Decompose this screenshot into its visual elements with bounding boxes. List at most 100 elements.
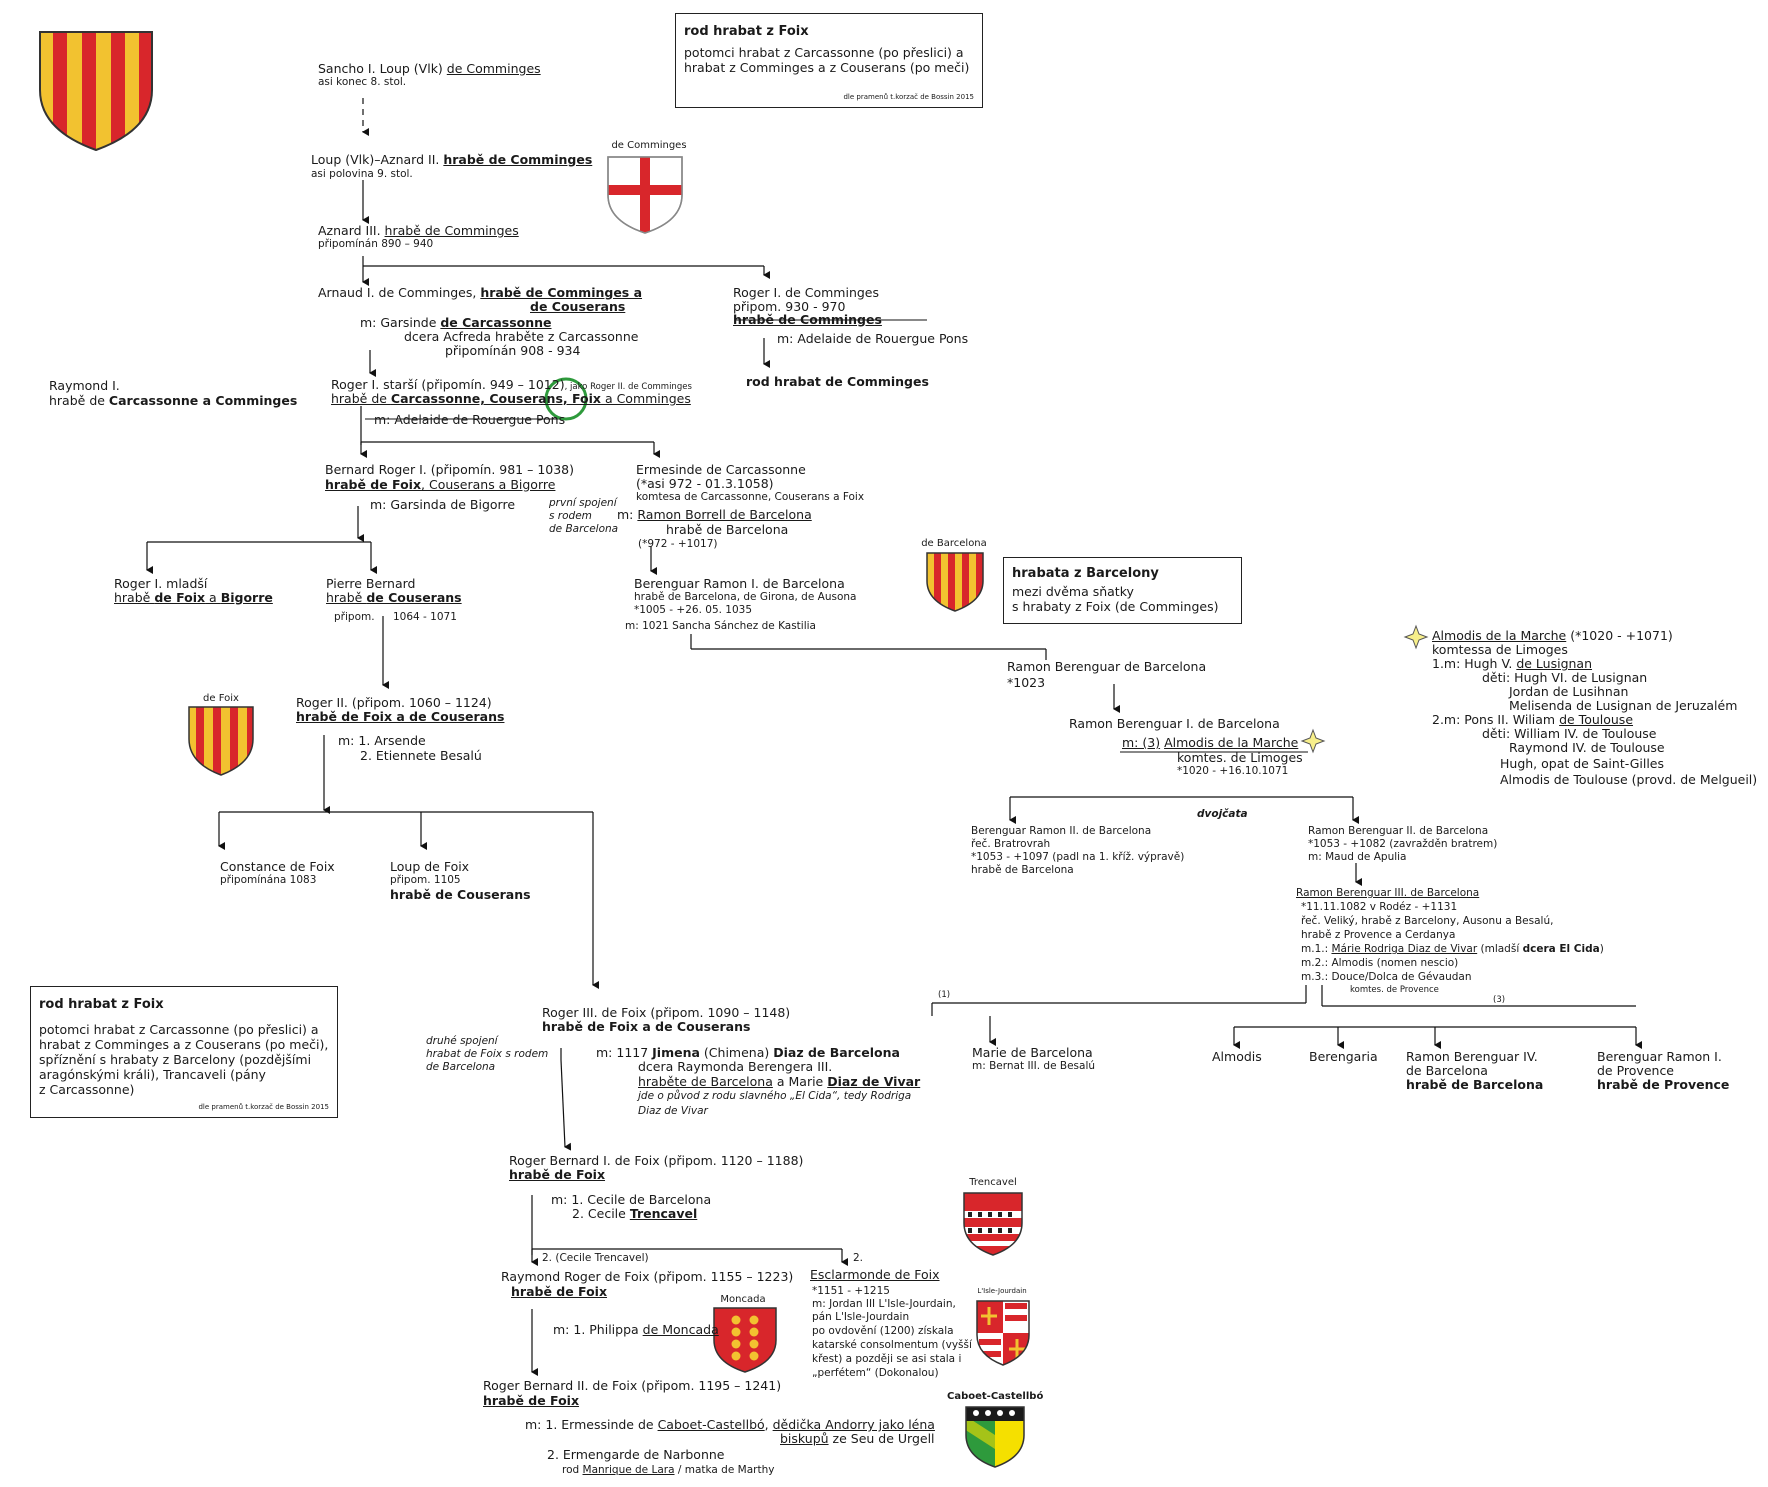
person-esclarmonde-line: katarské consolmentum (vyšší (812, 1339, 972, 1351)
person-ramon-berenguar-ii-line: *1053 - +1082 (zavražděn bratrem) (1308, 838, 1498, 850)
barcelona-shield-label: de Barcelona (921, 538, 987, 549)
person-bernard-roger: Bernard Roger I. (připomín. 981 – 1038) (325, 462, 575, 477)
info-box-text: potomci hrabat z Carcassonne (po přeslic… (684, 45, 970, 75)
info-box-title: rod hrabat z Foix (39, 997, 164, 1012)
person-roger-bernard-i-spouse: 2. Cecile Trencavel (572, 1206, 698, 1221)
person-arnaud-spouse: m: Garsinde de Carcassonne (360, 315, 552, 330)
person-ramon-berenguar-iv: Ramon Berenguar IV. (1406, 1049, 1538, 1064)
foix-shield-small-icon (188, 706, 254, 776)
person-roger-ii-spouse: m: 1. Arsende (338, 733, 426, 748)
person-raymond-roger: Raymond Roger de Foix (připom. 1155 – 12… (501, 1269, 794, 1284)
person-ramon-berenguar-ii-line: m: Maud de Apulia (1308, 851, 1407, 863)
marriage-index: (1) (938, 990, 951, 1000)
person-ramon-berenguar-iii-spouse-note: komtes. de Provence (1350, 985, 1439, 995)
person-roger-iii-spouse-note: hraběte de Barcelona a Marie Diaz de Viv… (638, 1074, 921, 1089)
person-berengaria: Berengaria (1309, 1049, 1378, 1064)
person-roger-mladsi: Roger I. mladší (114, 576, 208, 591)
person-esclarmonde: Esclarmonde de Foix (810, 1267, 940, 1282)
note-first-link: de Barcelona (549, 523, 619, 535)
person-berenguar-ramon-ii-line: *1053 - +1097 (padl na 1. kříž. výpravě) (971, 851, 1185, 863)
person-ramon-berenguar-iii-spouse: m.1.: Márie Rodriga Diaz de Vivar (mladš… (1301, 943, 1604, 955)
person-berenguar-provence-line: de Provence (1597, 1063, 1675, 1078)
note-almodis-line: 2.m: Pons II. Wiliam de Toulouse (1432, 712, 1634, 727)
barcelona-shield-icon (926, 552, 984, 612)
foix-shield-label: de Foix (203, 693, 239, 704)
note-almodis-line: děti: Hugh VI. de Lusignan (1482, 670, 1648, 685)
person-roger-ii-title: hrabě de Foix a de Couserans (296, 709, 505, 724)
person-ramon-berenguar-dates: *1023 (1007, 675, 1046, 690)
person-loup-foix-note: připom. 1105 (390, 874, 461, 886)
info-box-title: hrabata z Barcelony (1012, 566, 1159, 581)
person-raymond: Raymond I. (49, 378, 120, 393)
person-ramon-berenguar-iii: Ramon Berenguar III. de Barcelona (1296, 887, 1480, 899)
person-loup: Loup (Vlk)–Aznard II. hrabě de Comminges (311, 152, 593, 167)
person-pierre-bernard: Pierre Bernard (326, 576, 416, 591)
lisle-shield-icon (976, 1300, 1030, 1366)
info-box-top: rod hrabat z Foix potomci hrabat z Carca… (675, 13, 983, 108)
note-almodis: Almodis de la Marche (*1020 - +1071) (1432, 628, 1673, 643)
person-constance: Constance de Foix (220, 859, 335, 874)
person-constance-note: připomínána 1083 (220, 874, 317, 886)
person-sancho-note: asi konec 8. stol. (318, 76, 407, 88)
person-roger-iii-spouse-note: jde o původ z rodu slavného „El Cida“, t… (638, 1090, 912, 1102)
note-almodis-line: Hugh, opat de Saint-Gilles (1500, 756, 1665, 771)
comminges-shield-label: de Comminges (611, 140, 687, 151)
person-ermesinde-spouse-dates: (*972 - +1017) (638, 538, 718, 550)
person-raymond-roger-spouse: m: 1. Philippa de Moncada (553, 1322, 719, 1337)
info-box-barcelona: hrabata z Barcelony mezi dvěma sňatky s … (1003, 557, 1242, 624)
note-almodis-line: děti: William IV. de Toulouse (1482, 726, 1657, 741)
person-berenguar-ramon-ii-line: řeč. Bratrovrah (971, 838, 1051, 850)
info-box-source: dle pramenů t.korzač de Bossin 2015 (198, 1103, 329, 1111)
person-loup-note: asi polovina 9. stol. (311, 168, 413, 180)
person-berenguar-provence: Berenguar Ramon I. (1597, 1049, 1722, 1064)
person-ramon-berenguar-1-spouse-dates: *1020 - +16.10.1071 (1177, 765, 1289, 777)
info-box-title: rod hrabat z Foix (684, 24, 809, 39)
person-berenguar-ramon-ii: Berenguar Ramon II. de Barcelona (971, 825, 1152, 837)
person-berenguar-ramon-note: hrabě de Barcelona, de Girona, de Ausona (634, 591, 857, 603)
branch-label: 2. (853, 1252, 864, 1264)
person-ramon-berenguar-1-spouse-note: komtes. de Limoges (1177, 750, 1303, 765)
person-aznard: Aznard III. hrabě de Comminges (318, 223, 519, 238)
house-comminges: rod hrabat de Comminges (746, 374, 929, 389)
person-roger-starsi-spouse: m: Adelaide de Rouergue Pons (374, 412, 566, 427)
marriage-index: (3) (1493, 995, 1506, 1005)
person-ramon-berenguar-iii-line: hrabě z Provence a Cerdanya (1301, 929, 1456, 941)
person-esclarmonde-line: „perfétem“ (Dokonalou) (812, 1367, 939, 1379)
person-ramon-berenguar-iii-spouse: m.2.: Almodis (nomen nescio) (1301, 957, 1459, 969)
person-roger-comminges-title: hrabě de Comminges (733, 312, 882, 327)
person-arnaud: Arnaud I. de Comminges, hrabě de Comming… (318, 285, 643, 300)
person-ermesinde-note: komtesa de Carcassonne, Couserans a Foix (636, 491, 865, 503)
person-pierre-bernard-title: hrabě de Couserans (326, 590, 462, 605)
person-sancho: Sancho I. Loup (Vlk) de Comminges (318, 61, 541, 76)
highlight-circle (544, 377, 588, 421)
person-raymond-roger-title: hrabě de Foix (511, 1284, 608, 1299)
person-esclarmonde-line: m: Jordan III L'Isle-Jourdain, (812, 1298, 956, 1310)
person-loup-foix-title: hrabě de Couserans (390, 887, 531, 902)
person-ramon-berenguar-1: Ramon Berenguar I. de Barcelona (1069, 716, 1280, 731)
lisle-shield-label: L'Isle-Jourdain (977, 1287, 1027, 1295)
info-box-text: potomci hrabat z Carcassonne (po přeslic… (39, 1022, 329, 1097)
note-second-link: druhé spojení (426, 1035, 498, 1047)
note-second-link: de Barcelona (426, 1061, 496, 1073)
person-roger-comminges: Roger I. de Comminges (733, 285, 880, 300)
person-pierre-bernard-dates: 1064 - 1071 (393, 611, 457, 623)
person-ramon-berenguar: Ramon Berenguar de Barcelona (1007, 659, 1207, 674)
person-arnaud-spouse-note: dcera Acfreda hraběte z Carcassonne (404, 329, 639, 344)
person-roger-bernard-ii: Roger Bernard II. de Foix (připom. 1195 … (483, 1378, 782, 1393)
note-almodis-line: 1.m: Hugh V. de Lusignan (1432, 656, 1593, 671)
info-box-text: mezi dvěma sňatky s hrabaty z Foix (de C… (1012, 584, 1219, 614)
person-roger-iii-spouse-note: Diaz de Vivar (638, 1105, 708, 1117)
person-roger-bernard-ii-spouse-line: biskupů ze Seu de Urgell (780, 1431, 935, 1446)
moncada-shield-label: Moncada (720, 1294, 766, 1305)
person-roger-ii-spouse: 2. Etiennete Besalú (360, 748, 482, 763)
person-bernard-roger-spouse: m: Garsinda de Bigorre (370, 497, 516, 512)
person-loup-foix: Loup de Foix (390, 859, 470, 874)
note-first-link: první spojení (549, 497, 617, 509)
person-esclarmonde-line: pán L'Isle-Jourdain (812, 1311, 910, 1323)
note-almodis-line: Almodis de Toulouse (provd. de Melgueil) (1500, 772, 1758, 787)
person-roger-comminges-note: připom. 930 - 970 (733, 299, 846, 314)
person-ermesinde: Ermesinde de Carcassonne (636, 462, 806, 477)
star-icon (1403, 624, 1429, 650)
person-roger-bernard-i: Roger Bernard I. de Foix (připom. 1120 –… (509, 1153, 804, 1168)
